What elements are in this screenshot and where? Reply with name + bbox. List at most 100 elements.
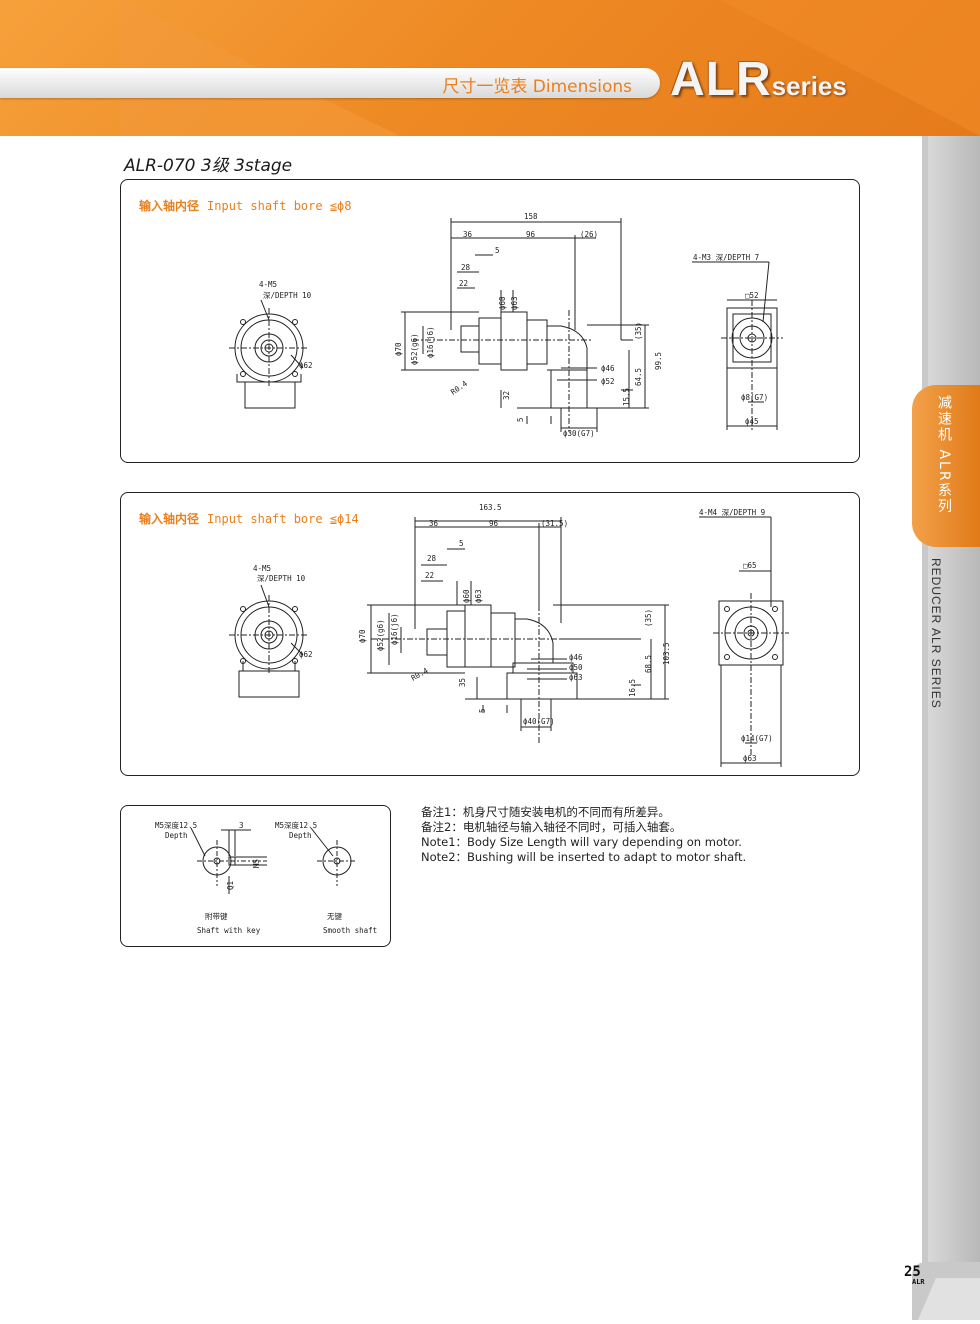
technical-drawing: 4-M5 深/DEPTH 10 ϕ62 163.5 36 96 (31.5) 5…	[229, 503, 789, 767]
dim-label: 158	[524, 212, 538, 221]
caption-cn: 输入轴内径	[139, 199, 200, 213]
dim-label: 163.5	[479, 503, 502, 512]
page-number: 25	[904, 1264, 921, 1280]
dim-label: 5	[478, 708, 487, 713]
dim-label: 36	[463, 230, 473, 239]
shaft-type-panel: M5深度12.5 Depth 3 M5 Q1 M5深度12.5 Depth 附带…	[120, 805, 391, 947]
dim-label: ϕ70	[358, 629, 367, 643]
dim-label: 22	[459, 279, 468, 288]
dim-label: ϕ46	[601, 364, 615, 373]
dim-label: 5	[495, 246, 500, 255]
note-line: 备注1：机身尺寸随安装电机的不同而有所差异。	[421, 805, 670, 819]
caption-en: Input shaft bore ≦ϕ8	[207, 199, 352, 213]
side-tab-label: 减速机 ALR系列	[936, 395, 952, 515]
dim-label: 68.5	[644, 655, 653, 673]
brand-logo-series: series	[771, 71, 847, 101]
dim-label: □65	[743, 561, 757, 570]
note-line: 备注2：电机轴径与输入轴径不同时，可插入轴套。	[421, 820, 682, 834]
key-width-label: 3	[239, 821, 244, 830]
brand-logo: ALRseries	[670, 52, 920, 112]
page-number-tab: 25 ALR	[898, 1258, 980, 1320]
mount-label: 4-M5	[259, 280, 277, 289]
dim-label: 32	[502, 391, 511, 400]
header-decor	[720, 0, 980, 136]
dim-label: □52	[745, 291, 759, 300]
mount-right-label: 4-M4 深/DEPTH 9	[699, 508, 765, 517]
keyed-shaft-depth: Depth	[165, 831, 188, 840]
dim-label: ϕ52(g6)	[410, 333, 419, 365]
dim-label: 16.5	[628, 679, 637, 697]
dim-label: 96	[526, 230, 536, 239]
right-side-strip	[922, 136, 980, 1320]
dim-label: ϕ52(g6)	[376, 619, 385, 651]
dim-label: ϕ8(G7)	[741, 393, 768, 402]
dim-label: ϕ60	[462, 589, 471, 603]
keyed-shaft-label: M5深度12.5	[155, 820, 197, 830]
page-tag: ALR	[912, 1278, 925, 1286]
pcd-label: ϕ62	[299, 361, 313, 370]
dim-label: 35	[458, 678, 467, 687]
dim-label: ϕ16(j6)	[390, 613, 399, 645]
mount-depth-label: 深/DEPTH 10	[257, 574, 306, 583]
keyed-shaft-cn: 附带键	[205, 911, 228, 921]
dim-label: 64.5	[634, 368, 643, 386]
dim-label: ϕ63	[510, 296, 519, 310]
note-line: Note2：Bushing will be inserted to adapt …	[421, 850, 747, 864]
dim-label: 96	[489, 519, 499, 528]
dim-label: 5	[516, 417, 525, 422]
side-vertical-label: REDUCER ALR SERIES	[929, 558, 943, 709]
dim-label: 5	[459, 539, 464, 548]
dim-label: (26)	[580, 230, 598, 239]
side-tab: 减速机 ALR系列	[912, 385, 980, 547]
dim-label: ϕ30(G7)	[563, 429, 595, 438]
keyed-shaft-en: Shaft with key	[197, 926, 261, 935]
dim-label: (31.5)	[541, 519, 568, 528]
dim-label: R0.4	[449, 379, 469, 397]
dim-label: ϕ16(j6)	[426, 326, 435, 358]
dim-label: ϕ60	[498, 296, 507, 310]
smooth-shaft-cn: 无键	[327, 911, 342, 921]
dim-label: R0.4	[410, 666, 431, 683]
dim-label: 99.5	[654, 352, 663, 370]
pcd-label: ϕ62	[299, 650, 313, 659]
mount-right-label: 4-M3 深/DEPTH 7	[693, 253, 759, 262]
dim-label: ϕ63	[474, 589, 483, 603]
dim-label: ϕ63	[743, 754, 757, 763]
drawing-panel-8mm: 输入轴内径 Input shaft bore ≦ϕ8	[120, 179, 860, 463]
technical-drawing: 4-M5 深/DEPTH 10 ϕ62 158 36 96 (26) 5 28 …	[229, 212, 783, 438]
dim-label: 103.5	[662, 642, 671, 665]
dim-label: ϕ46	[569, 653, 583, 662]
page-title: ALR-070 3级 3stage	[124, 156, 293, 176]
dim-label: ϕ14(G7)	[741, 734, 773, 743]
dim-label: ϕ52	[601, 377, 615, 386]
note-line: Note1：Body Size Length will vary dependi…	[421, 835, 742, 849]
panel-caption: 输入轴内径 Input shaft bore ≦ϕ8	[139, 197, 352, 214]
dim-label: 22	[425, 571, 434, 580]
smooth-shaft-label: M5深度12.5	[275, 820, 317, 830]
shaft-drawing: M5深度12.5 Depth 3 M5 Q1 M5深度12.5 Depth 附带…	[155, 820, 377, 935]
dim-label: ϕ40(G7)	[523, 717, 555, 726]
dim-label: 28	[461, 263, 471, 272]
right-side-strip-edge	[922, 136, 928, 1320]
dim-label: (35)	[634, 322, 643, 340]
key-offset-label: Q1	[226, 881, 235, 890]
dim-label: ϕ70	[394, 342, 403, 356]
dim-label: 36	[429, 519, 439, 528]
dim-label: 15.5	[622, 388, 631, 406]
notes: 备注1：机身尺寸随安装电机的不同而有所差异。 备注2：电机轴径与输入轴径不同时，…	[421, 805, 746, 865]
header-subtitle: 尺寸一览表 Dimensions	[442, 77, 632, 97]
mount-label: 4-M5	[253, 564, 271, 573]
header-title-bar: 尺寸一览表 Dimensions	[0, 68, 660, 98]
dim-label: (35)	[644, 609, 653, 627]
smooth-shaft-depth: Depth	[289, 831, 312, 840]
dim-label: ϕ50	[569, 663, 583, 672]
dim-label: ϕ63	[569, 673, 583, 682]
caption-cn: 输入轴内径	[139, 512, 200, 526]
dim-label: 28	[427, 554, 437, 563]
smooth-shaft-en: Smooth shaft	[323, 926, 377, 935]
dim-label: ϕ45	[745, 417, 759, 426]
brand-logo-main: ALR	[670, 53, 772, 106]
mount-depth-label: 深/DEPTH 10	[263, 291, 312, 300]
